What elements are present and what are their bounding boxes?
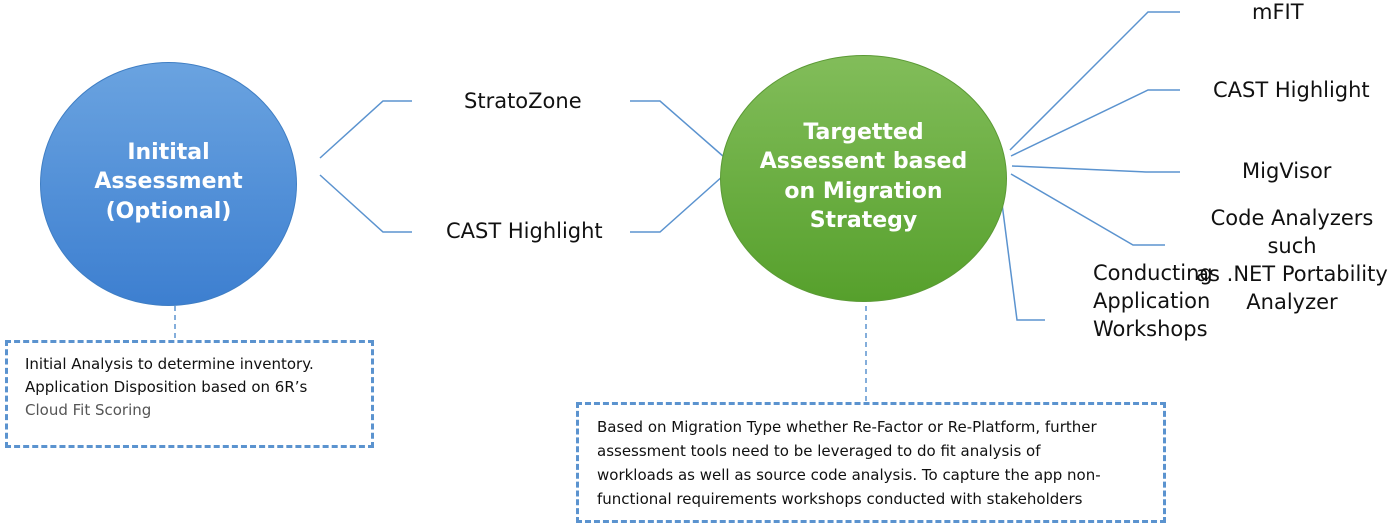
- note-line: Application Disposition based on 6R’s: [25, 378, 308, 396]
- note-line: Based on Migration Type whether Re-Facto…: [597, 418, 1097, 436]
- tool-label-workshops: Conducting Application Workshops: [1093, 261, 1213, 341]
- note-line: assessment tools need to be leveraged to…: [597, 442, 1041, 460]
- targeted-analysis-note: Based on Migration Type whether Re-Facto…: [576, 402, 1166, 523]
- tool-label-cast-highlight-targeted: CAST Highlight: [1213, 78, 1370, 102]
- tool-label-mfit: mFIT: [1252, 0, 1304, 24]
- tool-label-stratozone: StratoZone: [464, 89, 582, 113]
- connector-targeted-to-cast: [1010, 89, 1180, 157]
- targeted-assessment-circle: Targetted Assessent based on Migration S…: [720, 55, 1007, 302]
- connector-initial-to-stratozone: [319, 100, 412, 159]
- tool-label-migvisor: MigVisor: [1242, 159, 1332, 183]
- connector-targeted-to-migvisor: [1011, 165, 1180, 173]
- targeted-assessment-title: Targetted Assessent based on Migration S…: [759, 120, 968, 233]
- tool-label-cast-highlight-initial: CAST Highlight: [446, 219, 603, 243]
- note-line: functional requirements workshops conduc…: [597, 490, 1083, 508]
- connector-initial-to-cast: [319, 174, 412, 233]
- note-line: workloads as well as source code analysi…: [597, 466, 1101, 484]
- note-line: Initial Analysis to determine inventory.: [25, 355, 314, 373]
- note-line-cloud-fit: Cloud Fit Scoring: [25, 401, 152, 419]
- connector-targeted-to-mfit: [1009, 11, 1180, 151]
- connector-cast-to-targeted: [630, 174, 725, 233]
- connector-stratozone-to-targeted: [630, 100, 725, 158]
- initial-analysis-note: Initial Analysis to determine inventory.…: [5, 340, 374, 448]
- initial-assessment-title: Initital Assessment (Optional): [94, 140, 243, 224]
- connector-targeted-to-code-analyzers: [1010, 173, 1165, 246]
- tool-label-code-analyzers: Code Analyzers such as .NET Portability …: [1196, 206, 1388, 314]
- connector-targeted-to-workshops: [999, 187, 1045, 321]
- initial-assessment-circle: Initital Assessment (Optional): [40, 62, 297, 306]
